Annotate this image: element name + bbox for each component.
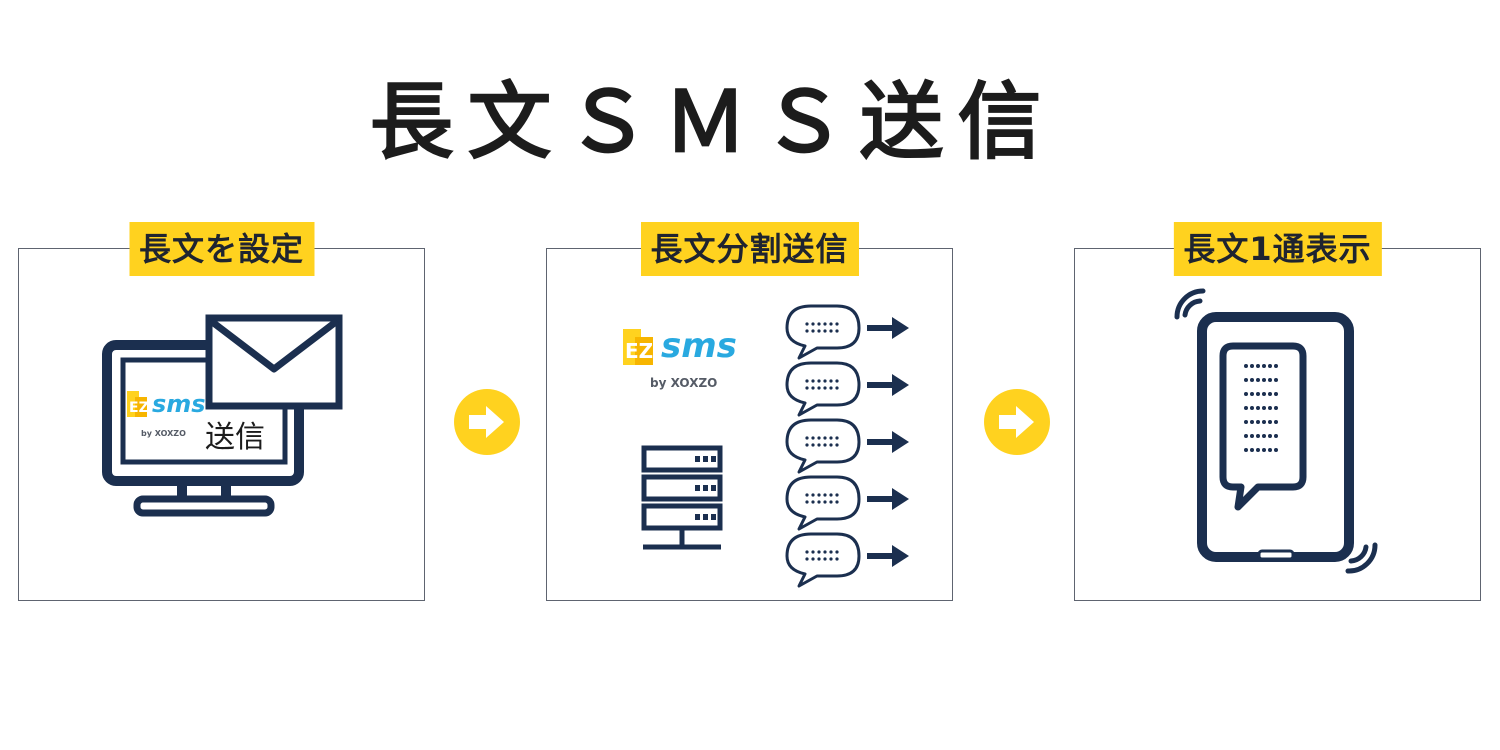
svg-text:sms: sms [661,326,737,366]
arrow-right-icon [867,431,909,453]
monitor-icon [102,340,304,517]
chat-bubble-icon [785,418,861,474]
envelope-icon [205,314,343,410]
arrow-right-icon [867,317,909,339]
flow-arrow-icon [454,389,520,455]
arrow-right-icon [867,488,909,510]
chat-bubble-icon [785,532,861,588]
flow-arrow-icon [984,389,1050,455]
step-label: 長文を設定 [128,222,315,276]
chat-bubble-icon [785,304,861,360]
send-text: 送信 [205,420,265,455]
step-panel-single-display: 長文1通表示 [1074,222,1481,601]
step-label: 長文分割送信 [640,222,859,276]
smartphone-icon [1197,312,1354,562]
vibration-icon [1174,288,1378,574]
ez-sms-logo: EZ sms by XOXZO [127,390,206,438]
step-panel-split-send: 長文分割送信 EZ sms by XOXZO [546,222,953,601]
step-label: 長文1通表示 [1173,222,1382,276]
arrow-right-icon [867,545,909,567]
svg-text:by XOXZO: by XOXZO [141,429,186,438]
arrow-right-icon [867,374,909,396]
chat-bubble-icon [785,361,861,417]
ez-sms-logo: EZ sms by XOXZO [623,326,737,390]
step-panel-set-long-text: 長文を設定 EZ sms by XOXZO 送信 [18,222,425,601]
svg-text:EZ: EZ [129,400,149,416]
svg-text:by XOXZO: by XOXZO [650,376,717,390]
svg-text:sms: sms [152,390,206,418]
page-title: 長文ＳＭＳ送信 [369,73,1056,171]
chat-bubble-icon [785,475,861,531]
server-icon [641,445,723,550]
svg-text:EZ: EZ [625,339,653,363]
